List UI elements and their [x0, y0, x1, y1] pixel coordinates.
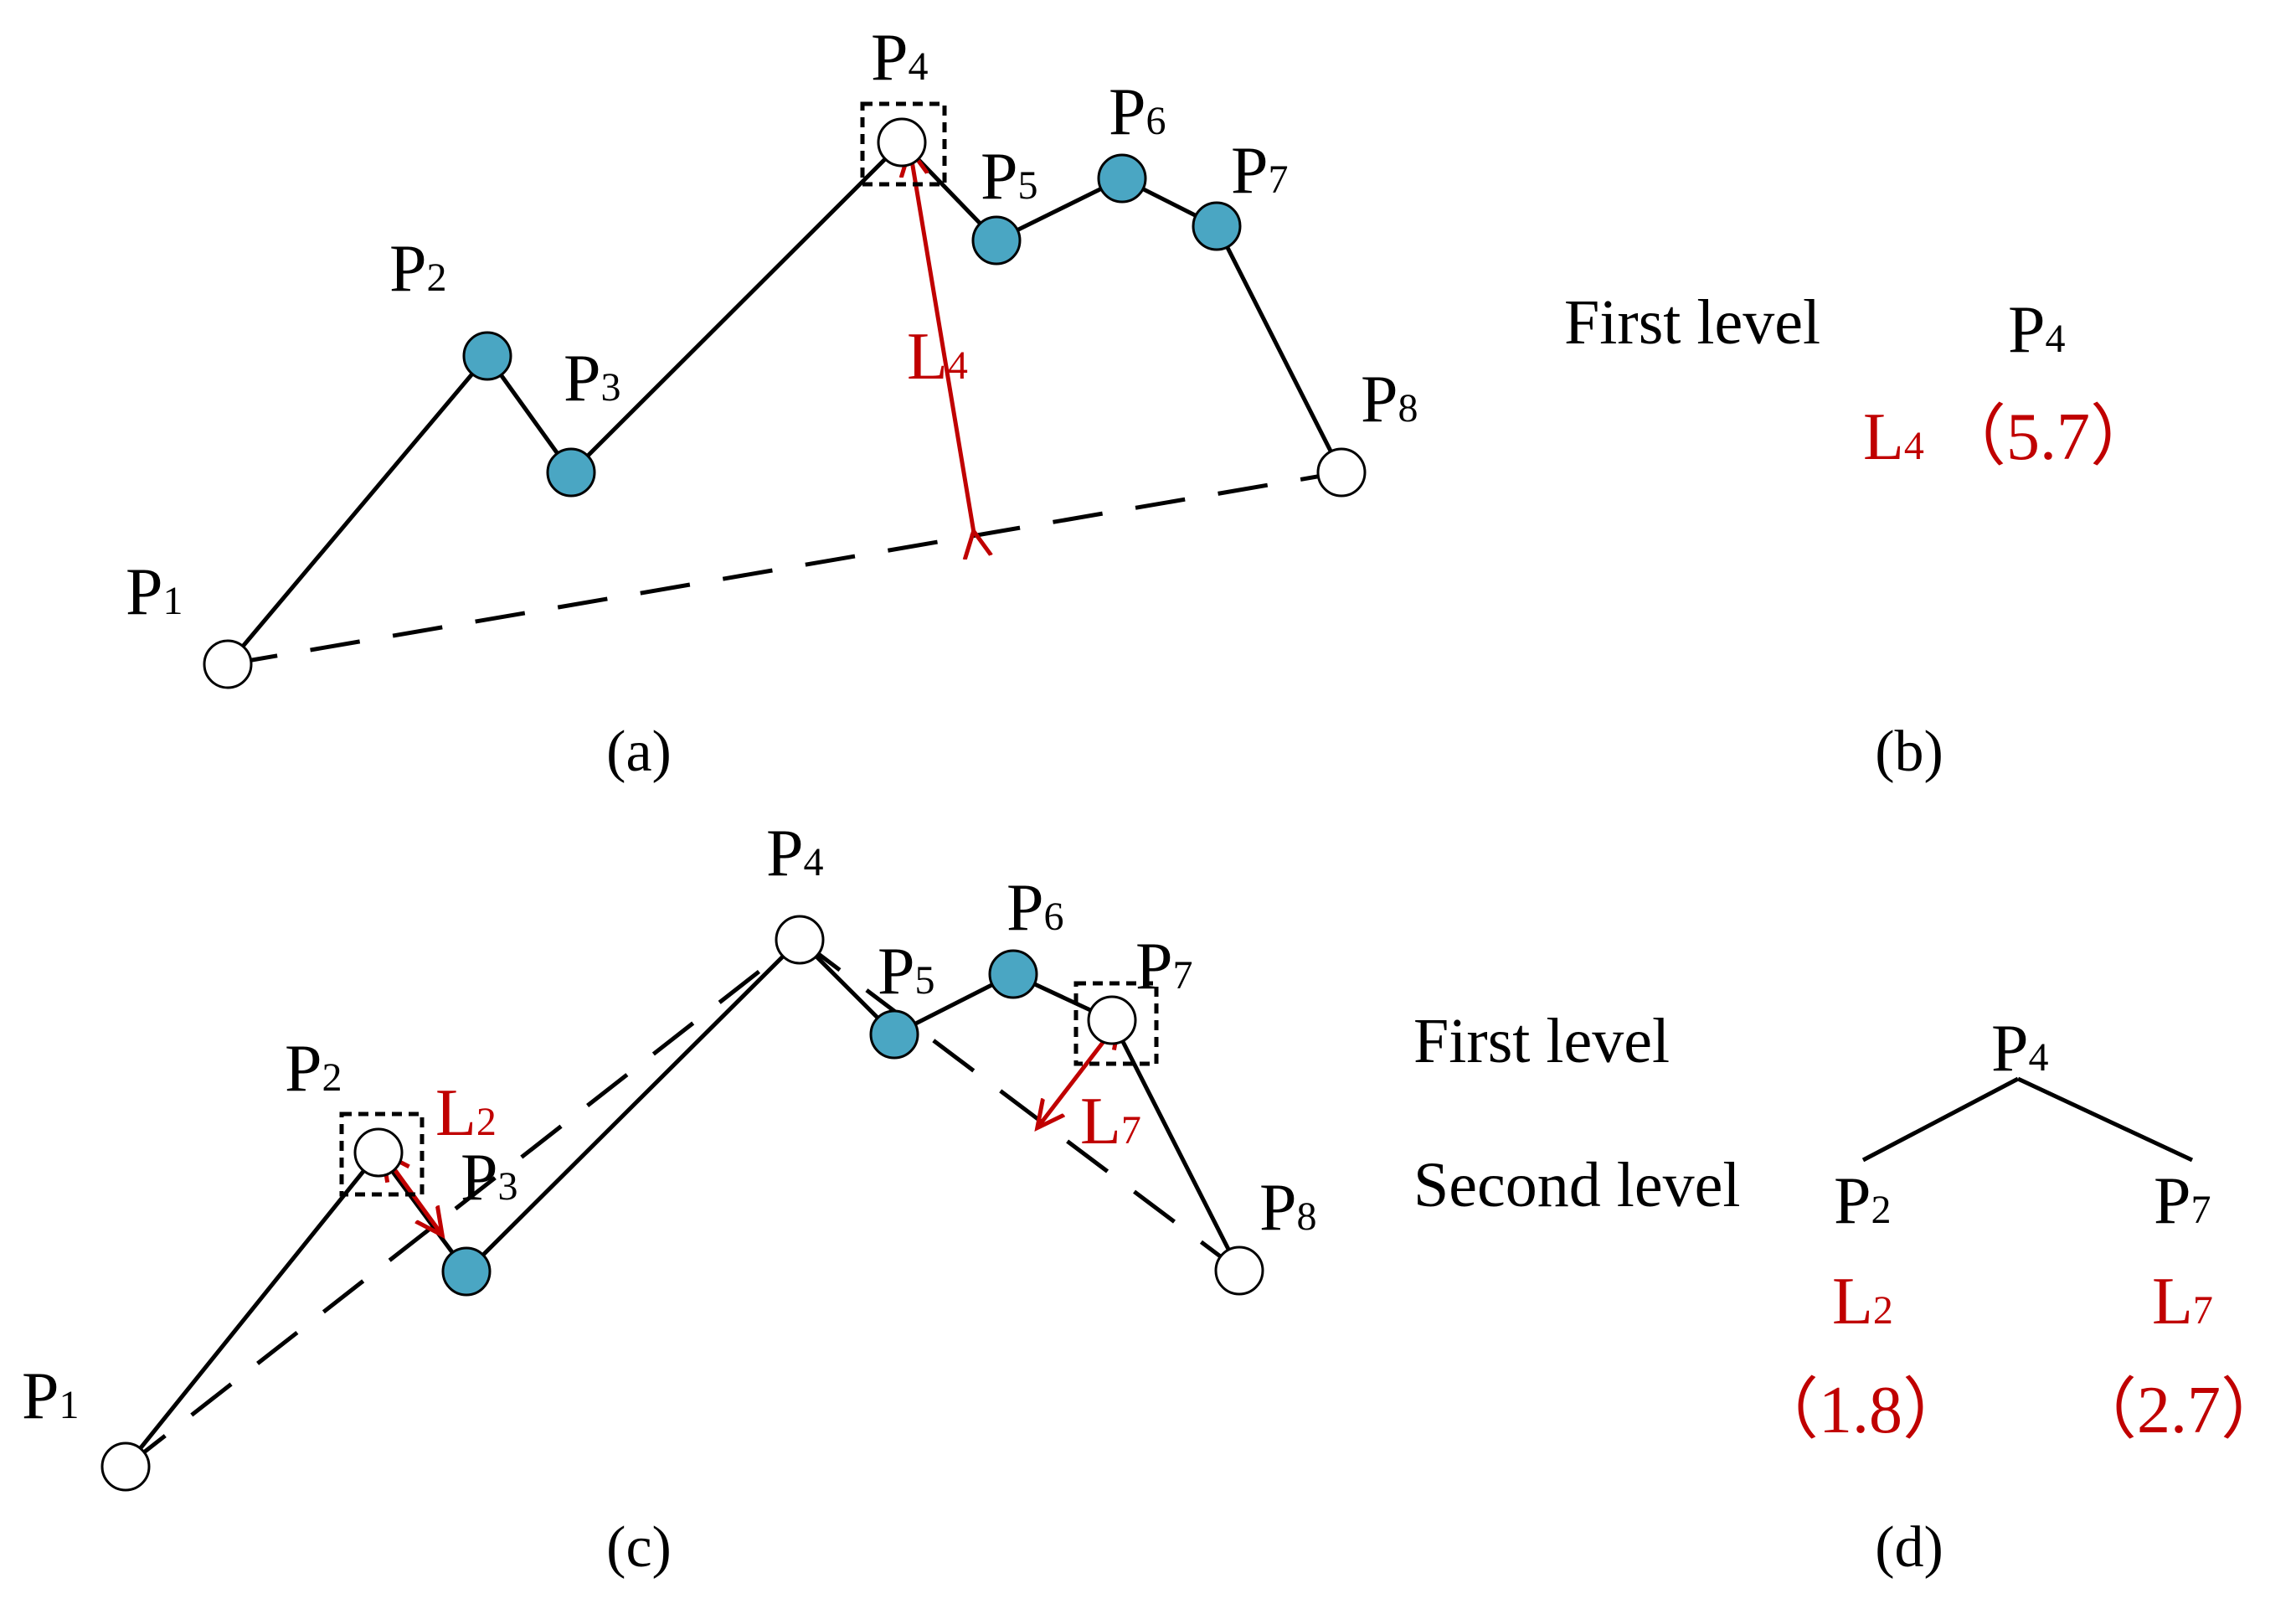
tree-right-node: P7 [2154, 1164, 2211, 1238]
tree-left-node: P2 [1834, 1164, 1892, 1238]
panel-c: P1 P2 P3 P4 P5 P6 P7 P8 L2 L7 (c) [22, 817, 1317, 1580]
caption-d: (d) [1875, 1515, 1943, 1580]
node-p8 [1316, 447, 1367, 498]
node-c-p4 [775, 915, 825, 965]
node-p7 [1192, 201, 1242, 251]
tree-root-distance-b: L4 [1863, 400, 1924, 474]
panel-b: First level P4 L4 （5.7） (b) [1564, 287, 2157, 784]
tree-root-d: P4 [1991, 1012, 2049, 1086]
tree-edge-right [2016, 1076, 2194, 1163]
label-c-p2: P2 [285, 1032, 342, 1106]
first-level-label-d: First level [1413, 1006, 1670, 1076]
node-p1 [203, 639, 253, 689]
tree-right-value: （2.7） [2070, 1374, 2288, 1447]
node-p3 [546, 447, 596, 498]
label-c-p4: P4 [766, 817, 824, 890]
node-c-p3 [441, 1246, 492, 1297]
node-c-p8 [1214, 1246, 1264, 1296]
label-p8: P8 [1361, 363, 1418, 436]
label-c-p3: P3 [461, 1141, 518, 1215]
caption-c: (c) [606, 1515, 672, 1580]
label-l4: L4 [907, 320, 968, 394]
label-c-p5: P5 [878, 935, 935, 1008]
tree-left-value: （1.8） [1752, 1374, 1969, 1447]
node-p5 [971, 215, 1022, 266]
node-c-p6 [988, 949, 1038, 999]
tree-left-distance: L2 [1832, 1265, 1893, 1338]
label-p5: P5 [981, 140, 1038, 214]
label-p4: P4 [871, 21, 929, 95]
dash-p1-p4 [124, 938, 801, 1468]
label-p3: P3 [564, 342, 621, 415]
selection-box-p2 [339, 1111, 425, 1197]
label-l7: L7 [1080, 1085, 1141, 1158]
distance-arrow-l4 [910, 151, 974, 533]
baseline-p1-p8 [227, 470, 1342, 667]
label-p2: P2 [389, 232, 447, 306]
label-p1: P1 [126, 555, 183, 629]
node-c-p5 [869, 1009, 919, 1060]
label-c-p6: P6 [1006, 871, 1064, 945]
node-c-p7 [1087, 995, 1137, 1045]
first-level-label-b: First level [1564, 287, 1820, 358]
tree-root-value-b: （5.7） [1939, 400, 2157, 474]
label-c-p1: P1 [22, 1359, 80, 1433]
second-level-label-d: Second level [1413, 1150, 1740, 1220]
caption-a: (a) [606, 719, 672, 784]
tree-right-distance: L7 [2152, 1265, 2213, 1338]
node-p6 [1097, 153, 1147, 204]
caption-b: (b) [1875, 719, 1943, 784]
label-p6: P6 [1109, 75, 1166, 149]
selection-box-p4 [860, 101, 947, 187]
node-c-p1 [100, 1442, 151, 1492]
node-p2 [462, 331, 512, 381]
node-c-p2 [353, 1127, 404, 1178]
label-l2: L2 [435, 1076, 497, 1150]
panel-a: P1 P2 P3 P4 P5 P6 P7 P8 L4 (a) [126, 21, 1418, 784]
node-p4 [877, 117, 927, 168]
panel-d: First level Second level P4 P2 P7 L2 L7 … [1413, 1006, 2288, 1580]
tree-edge-left [1861, 1076, 2020, 1163]
polyline-c [124, 936, 1242, 1468]
tree-root-b: P4 [2008, 293, 2066, 367]
selection-box-p7 [1073, 981, 1159, 1066]
label-p7: P7 [1231, 134, 1289, 208]
label-c-p7: P7 [1135, 930, 1193, 1003]
polyline-a [226, 139, 1344, 666]
label-c-p8: P8 [1259, 1171, 1317, 1245]
dash-p4-p8 [798, 938, 1241, 1272]
